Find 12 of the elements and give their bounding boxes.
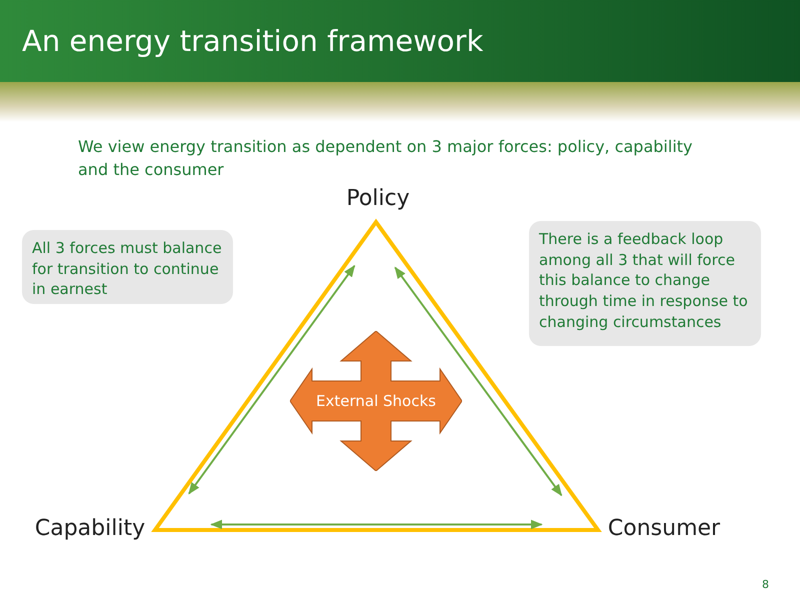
note-box: All 3 forces must balance for transition to continue in earnest [22,230,233,304]
slide-title: An energy transition framework [22,24,484,58]
note-box: There is a feedback loop among all 3 that will force this balance to change through time in response to changing circumstances [529,221,761,346]
corner-label: Consumer [604,516,724,546]
double-arrow [394,266,562,496]
page-number: 8 [762,577,770,593]
four-way-arrow: External Shocks [290,331,462,471]
corner-label: Capability [32,516,148,546]
double-arrow [188,264,356,494]
corner-label: Policy [338,186,418,214]
double-arrow [210,520,543,530]
intro-text: We view energy transition as dependent on 3 major forces: policy, capability and the consumer [78,136,694,182]
